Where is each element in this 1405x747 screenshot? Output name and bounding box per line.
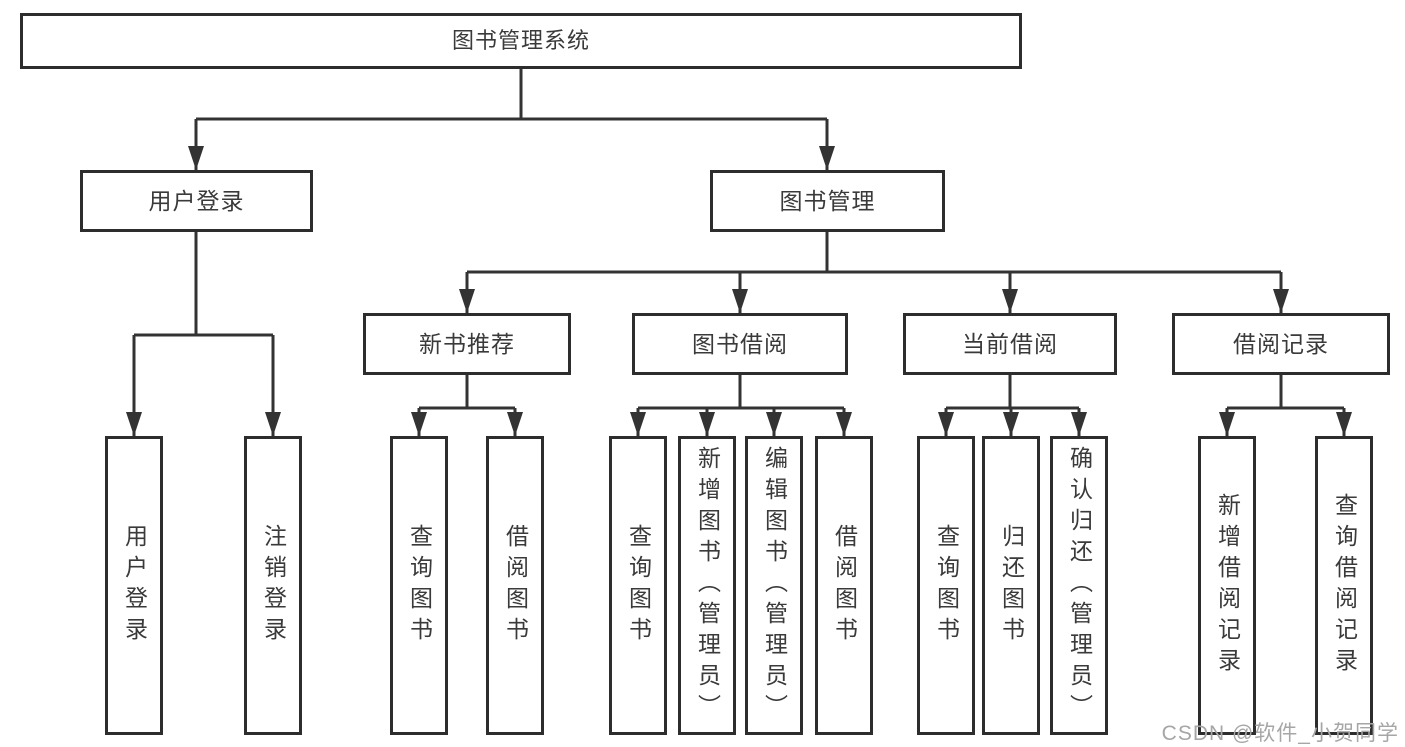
connector-group-book-management (459, 232, 1289, 313)
node-label: 查询借阅记录 (1331, 492, 1358, 679)
connector-group-borrow-record (1219, 375, 1352, 436)
node-leaf-br-query-record: 查询借阅记录 (1315, 436, 1373, 735)
node-current-borrow: 当前借阅 (903, 313, 1117, 375)
node-new-book-recommend: 新书推荐 (363, 313, 571, 375)
node-leaf-bb-query-book: 查询图书 (609, 436, 667, 735)
node-label: 用户登录 (148, 187, 245, 214)
node-label: 查询图书 (406, 523, 433, 648)
node-book-management: 图书管理 (710, 170, 945, 232)
node-user-login: 用户登录 (80, 170, 313, 232)
node-leaf-user-login: 用户登录 (105, 436, 163, 735)
node-label: 借阅记录 (1233, 330, 1329, 357)
node-label: 新增图书（管理员） (694, 446, 721, 725)
node-label: 新增借阅记录 (1214, 492, 1241, 679)
node-leaf-bb-borrow-book: 借阅图书 (815, 436, 873, 735)
node-book-borrow: 图书借阅 (632, 313, 848, 375)
node-label: 编辑图书（管理员） (761, 446, 788, 725)
node-label: 新书推荐 (419, 330, 515, 357)
node-label: 用户登录 (121, 523, 148, 648)
node-leaf-cb-confirm-return-admin: 确认归还（管理员） (1050, 436, 1108, 735)
node-leaf-nbr-borrow-book: 借阅图书 (486, 436, 544, 735)
node-label: 图书管理 (779, 187, 876, 214)
node-leaf-cb-query-book: 查询图书 (917, 436, 975, 735)
node-leaf-cb-return-book: 归还图书 (982, 436, 1040, 735)
node-leaf-logout: 注销登录 (244, 436, 302, 735)
node-label: 注销登录 (260, 523, 287, 648)
node-label: 查询图书 (933, 523, 960, 648)
node-label: 借阅图书 (831, 523, 858, 648)
node-leaf-bb-edit-book-admin: 编辑图书（管理员） (745, 436, 803, 735)
node-root: 图书管理系统 (20, 13, 1022, 69)
node-label: 图书借阅 (692, 330, 788, 357)
node-label: 当前借阅 (962, 330, 1058, 357)
connector-group-user-login (126, 232, 281, 436)
node-label: 图书管理系统 (451, 28, 590, 53)
node-label: 确认归还（管理员） (1066, 446, 1093, 725)
connector-group-book-borrow (630, 375, 852, 436)
node-leaf-nbr-query-book: 查询图书 (390, 436, 448, 735)
node-label: 查询图书 (625, 523, 652, 648)
node-label: 借阅图书 (502, 523, 529, 648)
connector-group-new-book-recommend (411, 375, 523, 436)
node-label: 归还图书 (998, 523, 1025, 648)
node-borrow-record: 借阅记录 (1172, 313, 1390, 375)
connector-group-root (188, 69, 835, 170)
node-leaf-br-add-record: 新增借阅记录 (1198, 436, 1256, 735)
node-leaf-bb-add-book-admin: 新增图书（管理员） (678, 436, 736, 735)
csdn-watermark: CSDN @软件_小贺同学 (1161, 722, 1399, 745)
connector-group-current-borrow (938, 375, 1087, 436)
